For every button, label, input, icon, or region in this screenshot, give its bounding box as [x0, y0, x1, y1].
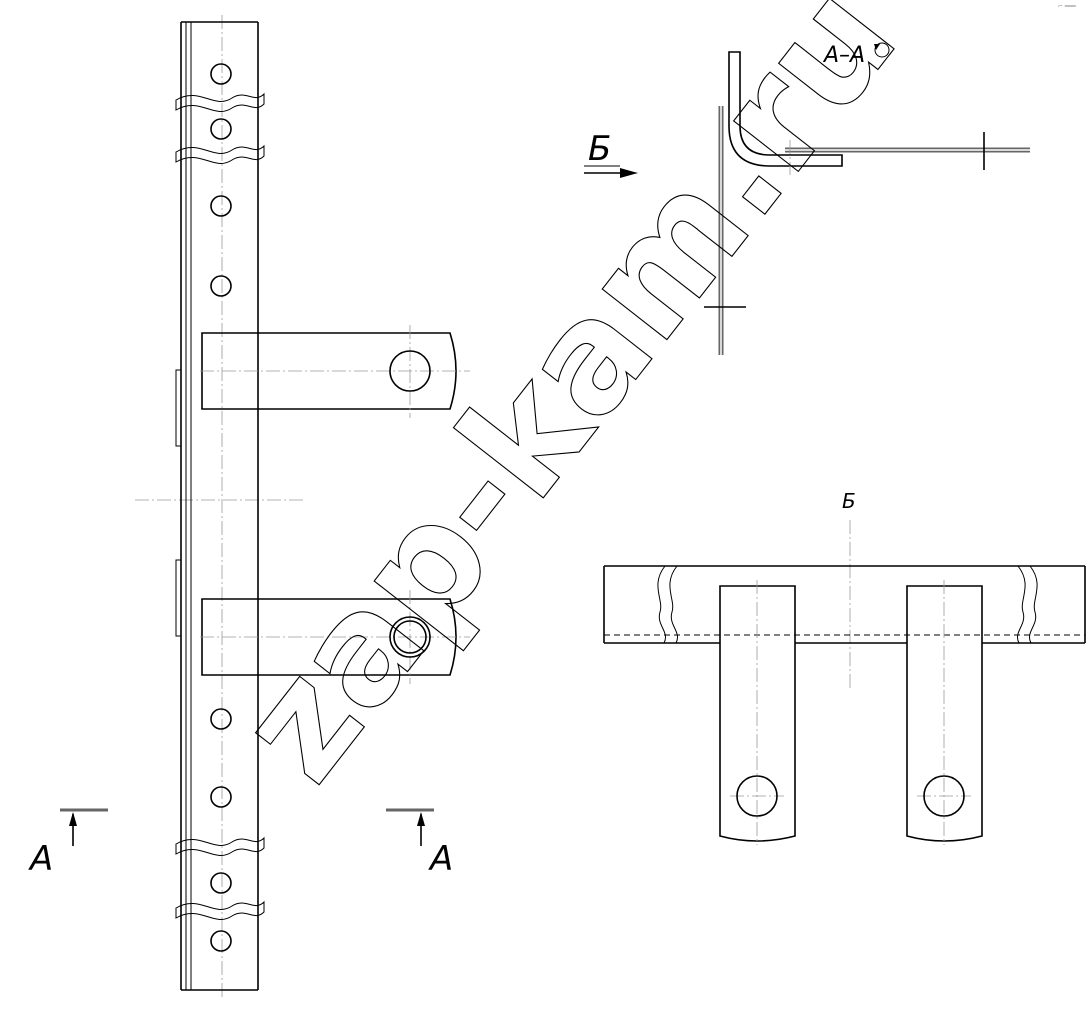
- view-b-arm-right: [906, 580, 983, 845]
- section-title-a-a: А–А: [822, 43, 865, 68]
- rail-hole: [210, 118, 232, 140]
- arm-hole: [736, 775, 778, 817]
- rail-hole: [210, 275, 232, 297]
- upper-arm: [200, 325, 470, 418]
- lower-arm: [200, 590, 470, 684]
- view-b: Б: [603, 489, 1086, 845]
- back-plate-lower: [175, 559, 182, 637]
- view-title-b: Б: [842, 489, 856, 513]
- section-a-a: А–А Б: [584, 42, 1030, 355]
- view-b-arm-left: [719, 580, 796, 845]
- watermark: zap-kam.ru: [206, 0, 930, 812]
- rotated-view-icon: [874, 42, 890, 58]
- rail-holes: [210, 63, 232, 952]
- arm-hole: [923, 775, 965, 817]
- break-line-left: [657, 565, 679, 644]
- arm-hole: [389, 350, 431, 392]
- angle-profile: [728, 51, 843, 167]
- view-arrow-b: Б: [584, 129, 638, 178]
- corner-mark: ⌐ ═══: [1058, 3, 1076, 10]
- rail-hole: [210, 930, 232, 952]
- arm-hole-inner: [393, 620, 427, 654]
- rail-hole: [210, 786, 232, 808]
- view-arrow-label: Б: [588, 129, 611, 169]
- break-line-right: [1016, 565, 1038, 644]
- arm-hole: [389, 616, 431, 658]
- section-label-a-left: А: [28, 839, 53, 879]
- section-label-a-right: А: [428, 839, 453, 879]
- rail-hole: [210, 63, 232, 85]
- back-plate-upper: [175, 369, 182, 447]
- break-lines: [175, 92, 265, 920]
- front-view: А А: [28, 15, 470, 1000]
- section-mark-right: А: [386, 808, 453, 879]
- rail-hole: [210, 872, 232, 894]
- rail-hole: [210, 195, 232, 217]
- rail-hole: [210, 708, 232, 730]
- section-mark-left: А: [28, 808, 108, 879]
